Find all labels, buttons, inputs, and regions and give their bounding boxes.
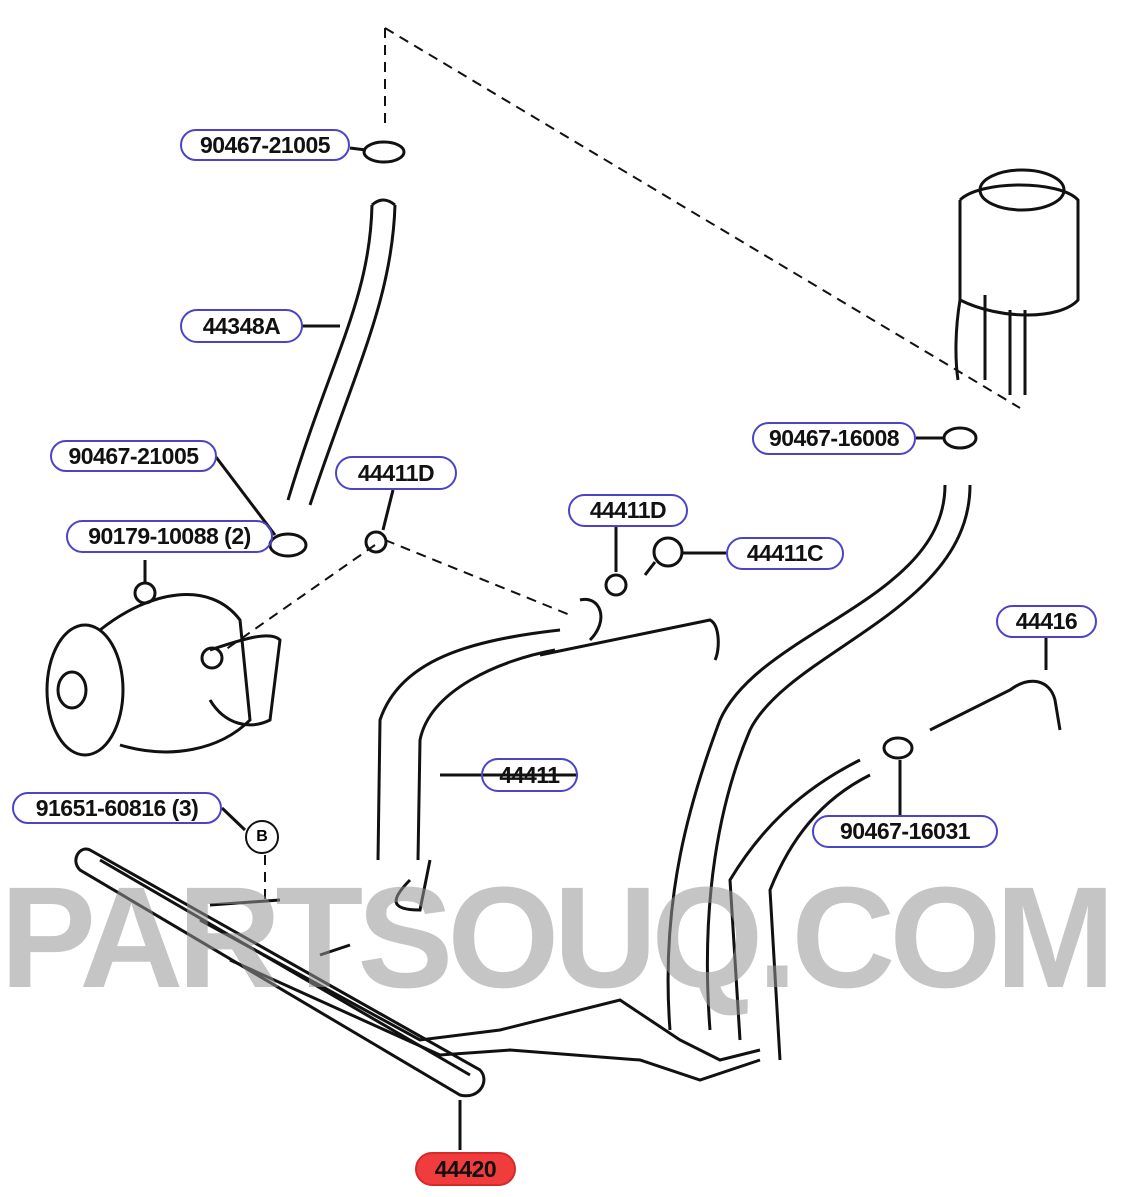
callout-44416[interactable]: 44416 [996, 605, 1097, 638]
hose-44348a-icon [286, 198, 397, 506]
tube-44416-icon [929, 638, 1062, 732]
callout-91651-60816[interactable]: 91651-60816 (3) [12, 792, 222, 824]
union-bolt-icon [643, 536, 726, 576]
callout-44411d-b[interactable]: 44411D [568, 494, 688, 527]
marker-b: B [245, 820, 279, 854]
callout-90467-16031[interactable]: 90467-16031 [812, 815, 998, 848]
reservoir-icon [954, 168, 1080, 395]
callout-90467-21005-top[interactable]: 90467-21005 [180, 129, 350, 161]
watermark: PARTSOUQ.COM [0, 857, 1115, 1018]
callout-90467-21005-lower[interactable]: 90467-21005 [50, 440, 217, 472]
return-hose-icon [666, 484, 972, 1031]
callout-90467-16008[interactable]: 90467-16008 [752, 422, 916, 455]
callout-44411c[interactable]: 44411C [726, 537, 844, 570]
power-steering-pump-icon [45, 560, 282, 757]
gasket-b-icon [604, 573, 628, 597]
dashed-guide-lines [224, 27, 1021, 905]
clip-reservoir-icon [942, 426, 978, 450]
clip-top-icon [349, 140, 406, 164]
cooler-44420-icon [74, 847, 761, 1150]
gasket-a-icon [364, 530, 388, 554]
clip-return-icon [882, 736, 914, 815]
callout-44420-highlighted[interactable]: 44420 [415, 1152, 516, 1186]
callout-44348a[interactable]: 44348A [180, 309, 303, 343]
hose-44411-icon [376, 597, 720, 912]
callout-90179-10088[interactable]: 90179-10088 (2) [66, 520, 273, 553]
callout-44411[interactable]: 44411 [481, 758, 578, 792]
callout-44411d-a[interactable]: 44411D [335, 456, 457, 490]
